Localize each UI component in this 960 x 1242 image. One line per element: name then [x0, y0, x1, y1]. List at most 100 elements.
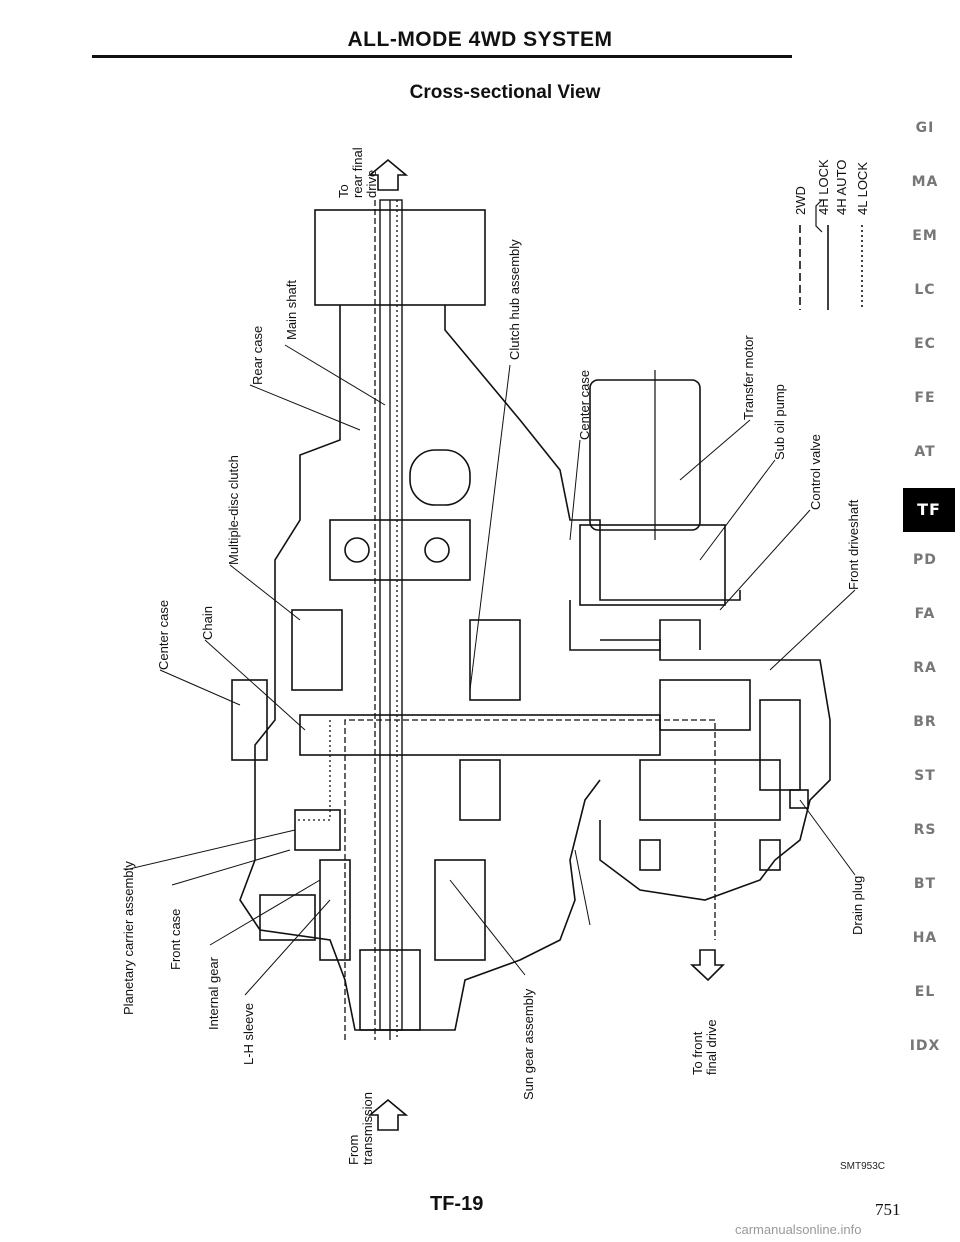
planetary-carrier-shape	[294, 809, 341, 851]
leader-lines	[124, 344, 856, 996]
tab-st[interactable]: ST	[914, 768, 936, 784]
tab-ma[interactable]: MA	[911, 174, 939, 190]
arrow-up-icon	[367, 1098, 409, 1131]
chain-sprocket-left	[291, 609, 343, 691]
main-shaft-body	[379, 199, 403, 1031]
legend-label-2wd: 2WD	[793, 186, 808, 215]
label-sun-gear-assembly: Sun gear assembly	[521, 988, 536, 1100]
label-control-valve: Control valve	[808, 434, 823, 510]
label-to-rear-final-drive: To rear final drive	[336, 144, 379, 198]
power-flow-lines	[295, 200, 716, 1040]
legend-label-4h-lock: 4H LOCK	[816, 159, 831, 215]
tab-tf[interactable]: TF	[903, 488, 955, 532]
leader-front-driveshaft	[769, 589, 856, 671]
tab-em[interactable]: EM	[912, 228, 938, 244]
tab-at[interactable]: AT	[914, 444, 936, 460]
sun-gear-shape	[434, 859, 486, 961]
oil-pump-outline	[569, 600, 701, 651]
leader-lh-sleeve	[244, 899, 331, 996]
tab-rs[interactable]: RS	[913, 822, 937, 838]
front-flange-right	[759, 839, 781, 871]
leader-multiple-disc-clutch	[229, 564, 301, 621]
tab-fa[interactable]: FA	[914, 606, 936, 622]
flow-line-front	[344, 719, 716, 1040]
leader-internal-gear	[209, 879, 321, 946]
center-case-outline	[444, 305, 741, 601]
tab-bt[interactable]: BT	[913, 876, 937, 892]
label-drain-plug: Drain plug	[850, 876, 865, 935]
leader-sun-gear	[449, 879, 526, 976]
tab-ec[interactable]: EC	[914, 336, 936, 352]
arrow-down-icon	[689, 949, 725, 982]
label-front-case: Front case	[168, 909, 183, 970]
tab-fe[interactable]: FE	[914, 390, 936, 406]
tab-el[interactable]: EL	[914, 984, 936, 1000]
rear-bearing-housing	[409, 449, 471, 506]
leader-drain-plug	[799, 799, 856, 876]
tab-ra[interactable]: RA	[913, 660, 937, 676]
label-lh-sleeve: L-H sleeve	[241, 1003, 256, 1065]
label-center-case-right: Center case	[577, 370, 592, 440]
figure-title: Cross-sectional View	[409, 82, 601, 103]
leader-control-valve	[719, 509, 811, 611]
figure-code: SMT953C	[840, 1161, 886, 1172]
drain-plug-shape	[789, 789, 809, 809]
tab-lc[interactable]: LC	[914, 282, 936, 298]
front-output-block	[639, 759, 781, 821]
arrow-up-icon	[367, 158, 409, 191]
left-case-boss	[231, 679, 268, 761]
tab-gi[interactable]: GI	[915, 120, 935, 136]
legend-label-4h-auto: 4H AUTO	[834, 160, 849, 215]
tab-idx[interactable]: IDX	[909, 1038, 941, 1054]
leader-transfer-motor	[679, 419, 751, 481]
label-chain: Chain	[200, 606, 215, 640]
bearing-circle-left	[344, 537, 370, 563]
tab-pd[interactable]: PD	[913, 552, 937, 568]
chain-run	[299, 714, 661, 756]
clutch-hub-block	[329, 519, 471, 581]
leader-sub-oil-pump	[699, 459, 776, 561]
leader-planetary	[124, 829, 296, 871]
leader-center-case-left	[159, 669, 241, 706]
label-front-driveshaft: Front driveshaft	[846, 499, 861, 590]
front-bearing-block	[659, 679, 751, 731]
chain-sprocket-right	[469, 619, 521, 701]
tab-ha[interactable]: HA	[912, 930, 938, 946]
label-sub-oil-pump: Sub oil pump	[772, 384, 787, 460]
rear-output-flange	[314, 209, 486, 306]
legend-bracket-4h	[815, 199, 823, 233]
label-main-shaft: Main shaft	[284, 280, 299, 340]
page-number: 751	[875, 1200, 901, 1219]
label-to-front-final-drive: To front final drive	[690, 1019, 719, 1075]
housing-outline	[239, 305, 601, 1031]
leader-front-case	[171, 849, 291, 886]
front-drive-housing	[599, 639, 831, 901]
label-center-case-left: Center case	[156, 600, 171, 670]
header-rule	[92, 55, 792, 58]
label-internal-gear: Internal gear	[206, 956, 221, 1030]
leader-24-sleeve	[574, 849, 591, 926]
leader-center-case-right	[569, 439, 581, 541]
label-planetary-carrier-assembly: Planetary carrier assembly	[121, 861, 136, 1015]
bearing-circle-right	[424, 537, 450, 563]
leader-main-shaft	[284, 344, 386, 406]
legend-label-4l-lock: 4L LOCK	[855, 162, 870, 215]
page-code: TF-19	[430, 1193, 484, 1215]
callout-labels: To rear final drive Main shaft Rear case…	[121, 144, 870, 1165]
internal-gear-shape	[319, 859, 351, 961]
page-title: ALL-MODE 4WD SYSTEM	[347, 28, 613, 51]
watermark-text: carmanualsonline.info	[735, 1222, 862, 1237]
label-transfer-motor: Transfer motor	[741, 335, 756, 420]
label-rear-case: Rear case	[250, 326, 265, 385]
label-multiple-disc-clutch: Multiple-disc clutch	[226, 455, 241, 565]
front-gear-block	[759, 699, 801, 791]
sleeve-24-shape	[459, 759, 501, 821]
label-from-transmission: From transmission	[346, 1092, 375, 1165]
legend	[799, 199, 863, 310]
tab-br[interactable]: BR	[913, 714, 937, 730]
control-valve-block	[579, 524, 726, 606]
leader-clutch-hub	[469, 364, 511, 691]
leader-rear-case	[249, 384, 361, 431]
